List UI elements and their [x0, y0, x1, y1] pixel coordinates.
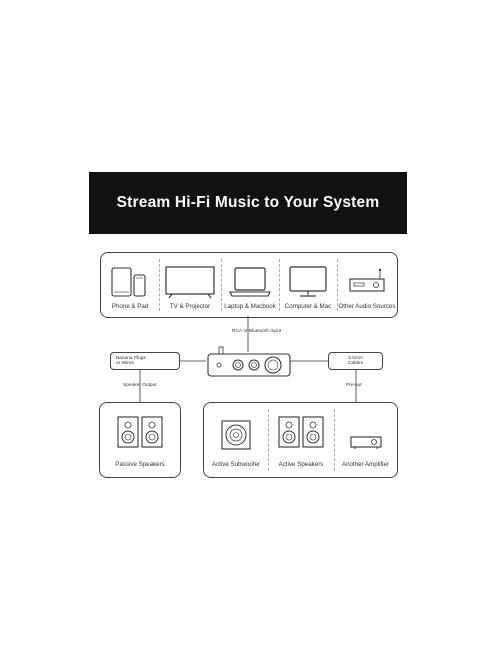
banner-title: Stream Hi-Fi Music to Your System [116, 194, 380, 211]
divider [159, 259, 160, 311]
laptop-icon [229, 267, 271, 297]
source-label: TV & Projector [169, 303, 211, 310]
divider [337, 259, 338, 311]
passive-speakers-box: Passive Speakers [99, 402, 181, 478]
divider [334, 409, 335, 471]
amplifier-small-icon [349, 436, 382, 449]
pill-line: 3.5mm [348, 355, 363, 361]
divider [279, 259, 280, 311]
preout-label: Pre-out [346, 383, 362, 388]
active-outputs-box: Active Subwoofer Active Speakers Another [203, 402, 398, 478]
title-banner: Stream Hi-Fi Music to Your System [89, 172, 407, 234]
output-label: Active Subwoofer [211, 461, 261, 468]
output-label: Active Speakers [278, 461, 324, 468]
sources-box: Phone & Pad TV & Projector Laptop & Macb… [100, 252, 398, 318]
pill-line: Banana Plugs [116, 355, 146, 361]
source-tv: TV & Projector [159, 253, 221, 317]
phone-pad-icon [111, 267, 146, 297]
active-speakers-icon [278, 416, 324, 448]
subwoofer-icon [221, 420, 251, 450]
audio-source-icon [349, 268, 385, 292]
output-label: Passive Speakers [115, 461, 165, 468]
source-label: Other Audio Sources [338, 303, 396, 310]
monitor-icon [289, 266, 327, 297]
pill-line: or Wires [116, 361, 134, 366]
input-label: RCA or Bluetooth Input [232, 329, 282, 334]
output-label: Another Amplifier [341, 461, 390, 468]
output-another-amplifier: Another Amplifier [334, 403, 397, 477]
source-label: Phone & Pad [111, 303, 149, 310]
source-phone-pad: Phone & Pad [101, 253, 159, 317]
source-other-audio: Other Audio Sources [337, 253, 397, 317]
amplifier-icon [207, 346, 291, 377]
source-computer: Computer & Mac [279, 253, 337, 317]
cables-pill: 3.5mm Cables [328, 352, 383, 370]
source-label: Computer & Mac [284, 303, 332, 310]
speaker-output-label: Speaker Output [123, 383, 157, 388]
source-label: Laptop & Macbook [224, 303, 276, 310]
passive-speakers-icon [117, 416, 163, 448]
banana-plugs-pill: Banana Plugs or Wires [110, 352, 180, 370]
output-subwoofer: Active Subwoofer [204, 403, 268, 477]
output-active-speakers: Active Speakers [268, 403, 334, 477]
source-laptop: Laptop & Macbook [221, 253, 279, 317]
divider [221, 259, 222, 311]
divider [268, 409, 269, 471]
pill-line: Cables [348, 361, 363, 366]
tv-icon [165, 266, 215, 299]
